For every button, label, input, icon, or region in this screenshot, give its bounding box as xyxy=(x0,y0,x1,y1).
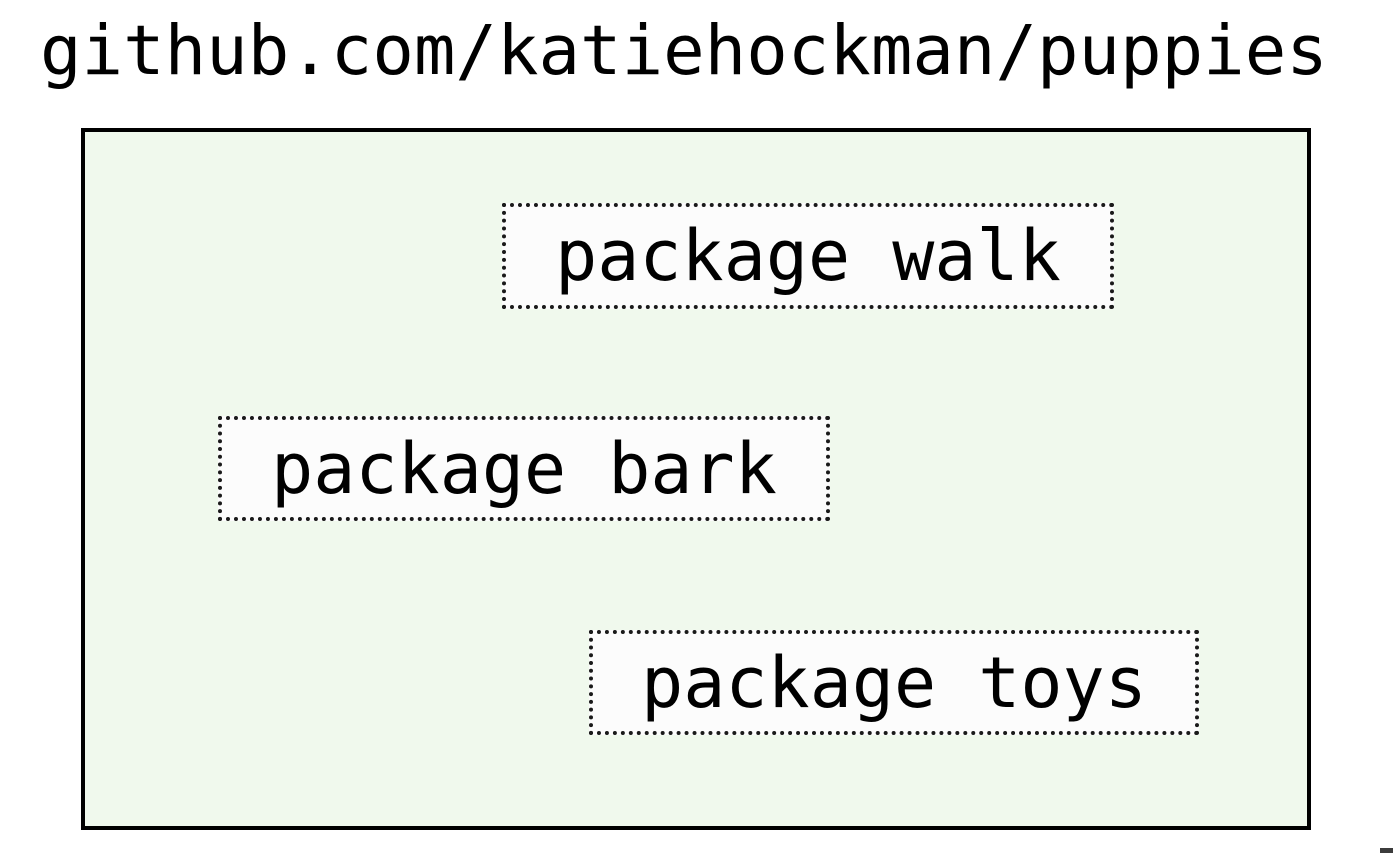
package-walk-label: package walk xyxy=(555,215,1061,297)
package-box-walk: package walk xyxy=(502,203,1114,309)
package-bark-label: package bark xyxy=(271,427,777,510)
package-box-toys: package toys xyxy=(589,630,1199,735)
module-path-title: github.com/katiehockman/puppies xyxy=(40,11,1328,91)
package-box-bark: package bark xyxy=(218,416,830,521)
module-box: package walk package bark package toys xyxy=(81,128,1311,830)
cropped-fragment xyxy=(1380,848,1393,853)
package-toys-label: package toys xyxy=(641,641,1147,724)
